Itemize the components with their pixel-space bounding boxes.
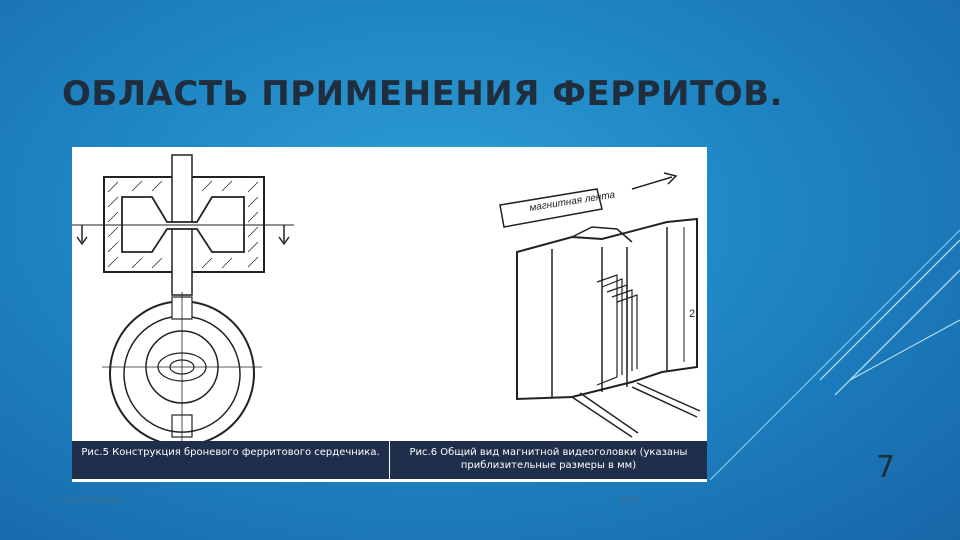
dimension-label: 2 [689, 308, 695, 320]
pot-core-plan-drawing [102, 292, 262, 441]
technical-drawings: магнитная лента 2 [72, 154, 701, 441]
video-head-drawing: магнитная лента 2 [499, 172, 701, 438]
figure-panel: магнитная лента 2 Рис. [72, 147, 707, 482]
caption-bar: Рис.5 Конструкция броневого ферритового … [72, 441, 707, 479]
page-number: 7 [876, 450, 896, 485]
pot-core-section-drawing [72, 154, 294, 296]
caption-figure-5: Рис.5 Конструкция броневого ферритового … [81, 447, 380, 458]
slide-title: ОБЛАСТЬ ПРИМЕНЕНИЯ ФЕРРИТОВ. [62, 74, 783, 114]
footer-author: Шеек Рамазан [62, 494, 123, 504]
caption-figure-6: Рис.6 Общий вид магнитной видеоголовки (… [389, 441, 707, 479]
footer-code: 4282 [620, 494, 641, 504]
